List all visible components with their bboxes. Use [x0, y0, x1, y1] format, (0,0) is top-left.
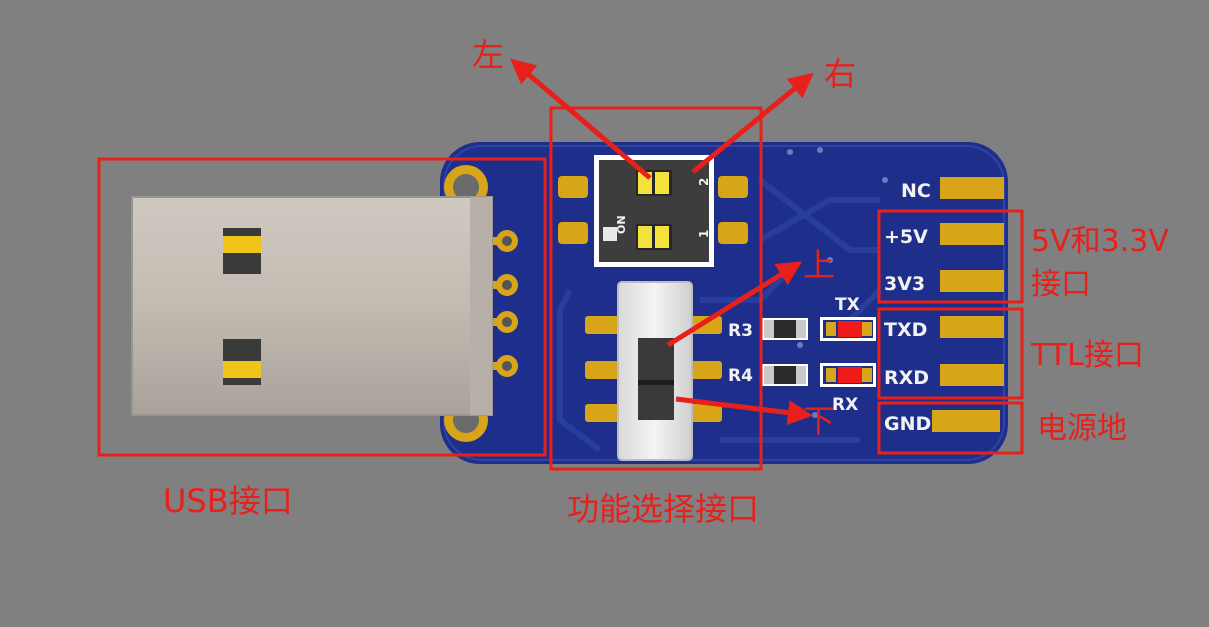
ttl-interface-label: TTL接口: [1031, 338, 1144, 373]
header-pads: NC +5V 3V3 TXD RXD GND: [884, 177, 1004, 435]
tx-label: TX: [835, 295, 860, 315]
arrow-down: [675, 396, 813, 426]
usb-highlight-box: [97, 157, 547, 457]
power-interface-label-line1: 5V和3.3V: [1031, 224, 1169, 259]
pin-nc-label: NC: [901, 180, 931, 202]
up-label: 上: [803, 246, 836, 284]
gnd-highlight-box: [877, 401, 1024, 455]
right-label: 右: [824, 55, 857, 93]
usb-connector: [131, 196, 493, 416]
usb-interface-label: USB接口: [163, 482, 293, 520]
arrow-left: [510, 58, 652, 180]
function-select-label: 功能选择接口: [567, 490, 760, 528]
ground-label: 电源地: [1037, 411, 1127, 446]
pin-rxd-label: RXD: [884, 367, 929, 389]
usb-pins: [487, 230, 518, 377]
dip-on-label: ON: [615, 215, 628, 234]
down-label: 下: [803, 402, 836, 440]
dip-2-label: 2: [697, 178, 711, 186]
r4-label: R4: [728, 366, 753, 386]
arrow-up: [666, 261, 803, 348]
pin-5v-label: +5V: [884, 226, 928, 248]
annotation-arrows: [510, 58, 814, 426]
power-interface-label-line2: 接口: [1031, 267, 1091, 302]
ttl-highlight-box: [877, 307, 1024, 400]
r3-label: R3: [728, 321, 753, 341]
pin-gnd-label: GND: [884, 413, 931, 435]
dip-switch: ON 1 2: [558, 155, 748, 267]
rx-label: RX: [832, 395, 858, 415]
pin-txd-label: TXD: [884, 319, 927, 341]
dip-1-label: 1: [697, 230, 711, 238]
smd-components: R3 R4 TX RX: [728, 295, 876, 415]
pin-3v3-label: 3V3: [884, 273, 925, 295]
left-label: 左: [472, 36, 505, 74]
arrow-right: [691, 72, 814, 174]
power-highlight-box: [877, 209, 1024, 304]
slide-switch: [585, 281, 722, 461]
